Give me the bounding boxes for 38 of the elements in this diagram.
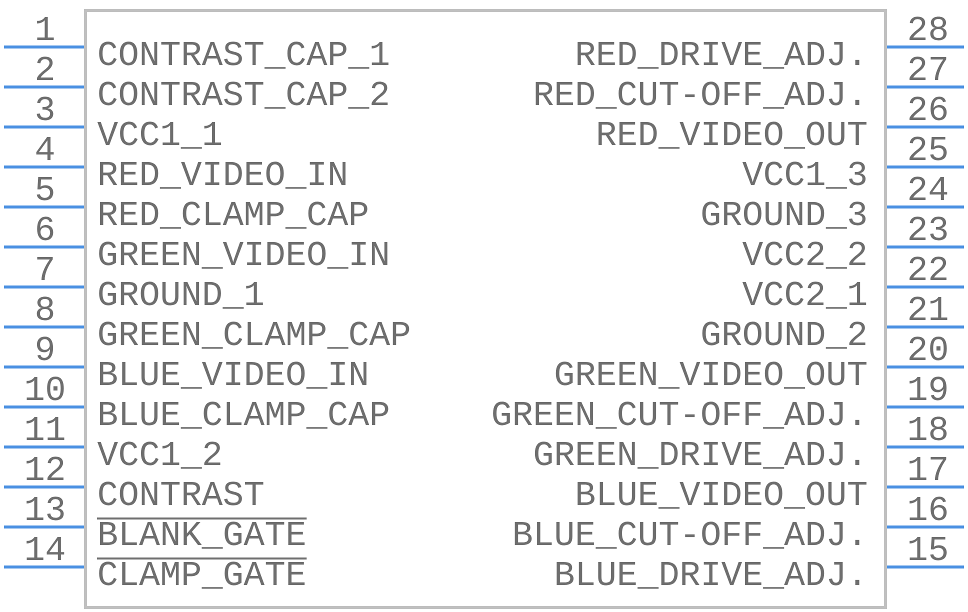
pin-name: BLUE_VIDEO_OUT — [578, 482, 866, 509]
pin-number: 7 — [37, 257, 53, 280]
pin-name: VCC1_3 — [742, 162, 866, 189]
pin-name: RED_VIDEO_OUT — [598, 122, 866, 149]
pin-name: GROUND_1 — [99, 282, 263, 309]
pin-number: 9 — [36, 336, 54, 360]
pin-name: GREEN_CLAMP_CAP — [99, 322, 410, 349]
pin-name: GROUND_3 — [702, 202, 866, 229]
pin-name: GREEN_DRIVE_ADJ. — [534, 442, 860, 469]
pin-number: 1 — [37, 17, 54, 40]
pin-number: 3 — [36, 96, 54, 120]
pin-name: CLAMP_GATE — [97, 557, 307, 589]
pin-number: 5 — [36, 177, 54, 200]
pin-name: RED_VIDEO_IN — [100, 162, 346, 189]
pin-number: 4 — [36, 137, 54, 160]
pin-name: VCC1_1 — [97, 122, 222, 149]
pin-number: 2 — [37, 56, 53, 80]
pin-name: BLUE_DRIVE_ADJ. — [556, 562, 860, 589]
pin-name: VCC1_2 — [97, 442, 220, 469]
pin-number: 8 — [36, 296, 54, 320]
pin-name: BLUE_VIDEO_IN — [100, 362, 366, 389]
pin-name: CONTRAST_CAP_1 — [99, 42, 388, 69]
pin-name: RED_DRIVE_ADJ. — [578, 42, 860, 69]
pin-name: BLUE_CUT-OFF_ADJ. — [514, 522, 860, 549]
pin-name: CONTRAST_CAP_2 — [99, 82, 388, 109]
pin-name: CONTRAST — [99, 482, 264, 506]
chip-body — [84, 9, 888, 609]
pin-name: BLUE_CLAMP_CAP — [100, 402, 388, 429]
pin-name: GREEN_VIDEO_IN — [99, 242, 388, 269]
pin-name: BLANK_GATE — [97, 517, 307, 549]
pin-name: VCC2_2 — [742, 242, 866, 269]
pin-name: GREEN_VIDEO_OUT — [556, 362, 866, 389]
pin-name: RED_CLAMP_CAP — [100, 202, 368, 229]
pin-name: GREEN_CUT-OFF_ADJ. — [493, 402, 860, 429]
pin-number: 6 — [37, 216, 54, 240]
pin-name: GROUND_2 — [702, 322, 866, 349]
pin-name: VCC2_1 — [742, 282, 866, 309]
pin-name: RED_CUT-OFF_ADJ. — [536, 82, 860, 109]
